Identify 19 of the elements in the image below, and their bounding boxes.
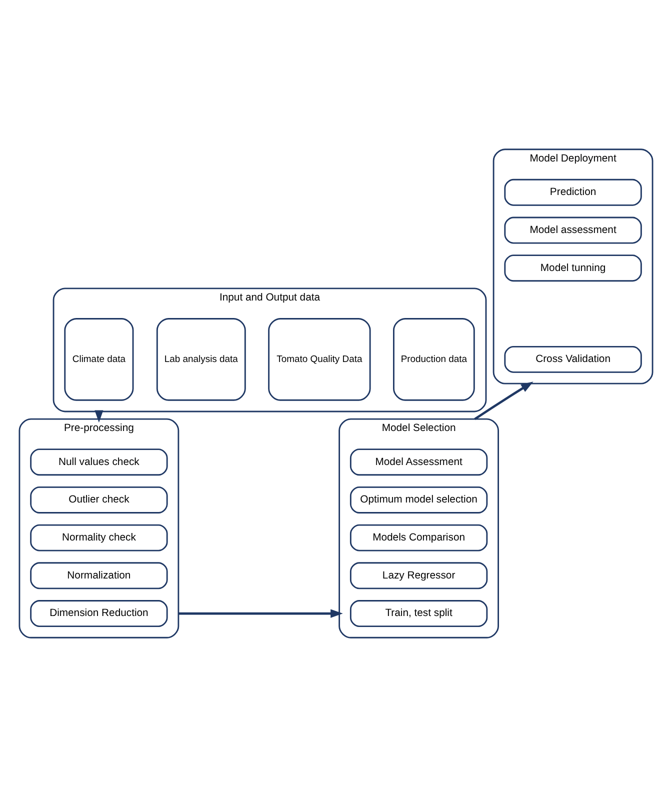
arrow [178, 608, 343, 618]
node-box: Models Comparison [350, 524, 488, 551]
node-box: Train, test split [350, 600, 488, 626]
node-box: Cross Validation [504, 345, 642, 372]
node-box: Tomato Quality Data [268, 318, 371, 400]
node-box: Normality check [30, 524, 168, 551]
node-box: Dimension Reduction [30, 600, 168, 626]
node-box: Outlier check [30, 486, 168, 513]
node-box: Optimum model selection [350, 486, 488, 513]
node-box: Normalization [30, 562, 168, 589]
node-box: Lazy Regressor [350, 562, 488, 589]
node-box: Lab analysis data [156, 318, 246, 400]
node-box: Model assessment [504, 216, 642, 244]
node-box: Model tunning [504, 254, 642, 282]
node-box: Production data [393, 318, 475, 400]
node-box: Prediction [504, 178, 642, 206]
node-box: Model Assessment [350, 448, 488, 476]
node-box: Climate data [64, 318, 134, 400]
node-box: Null values check [30, 448, 168, 476]
